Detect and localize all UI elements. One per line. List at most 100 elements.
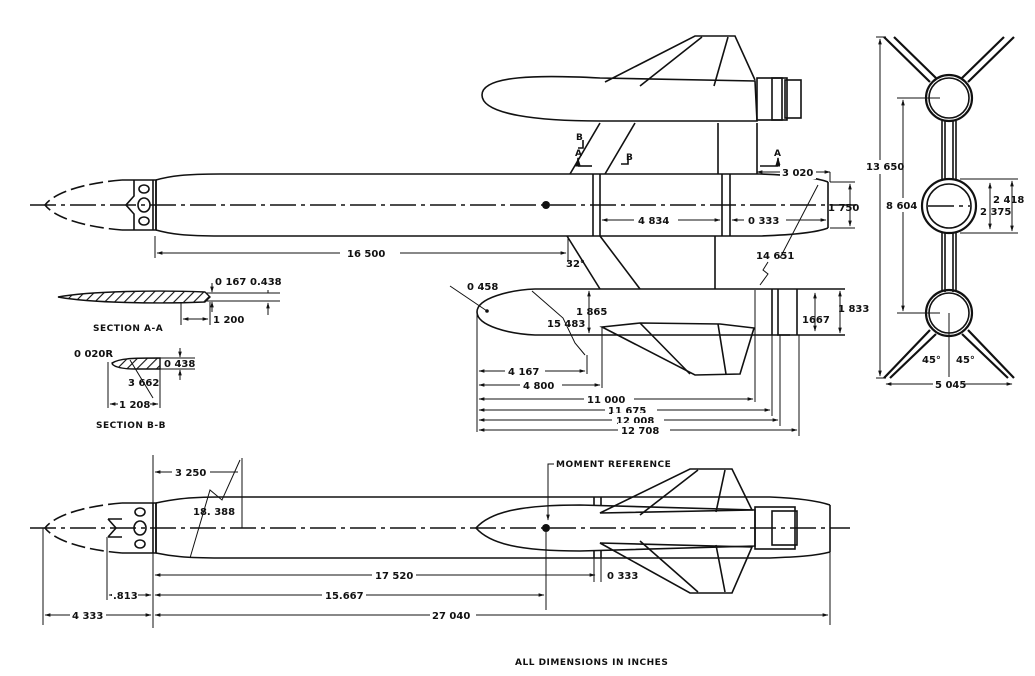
dim-b-0438: 0 438 [164, 359, 195, 370]
dim-1208: 1 208 [119, 400, 150, 411]
dim-17520: 17 520 [375, 571, 413, 582]
dim-4800-bg [520, 378, 562, 392]
dim-3250: 3 250 [175, 468, 206, 479]
section-b-mark-2 [621, 157, 629, 165]
lower-fin-inner [639, 322, 727, 375]
dim-3250-bg [172, 465, 210, 479]
upper-pod-view [481, 35, 802, 122]
dim-4333-bg [70, 608, 106, 622]
end-body-inner [926, 183, 972, 229]
bottom-moment-dot [542, 524, 550, 532]
dim-12708: 12 708 [621, 426, 659, 437]
moment-ref-leader [546, 463, 554, 521]
bottom-nose-dashed [43, 502, 123, 554]
section-b-b: 0 020R 0 438 3 662 1 208 SECTION B-B [74, 348, 195, 431]
dim-1750: 1 750 [828, 203, 859, 214]
section-a-title: SECTION A-A [93, 324, 163, 334]
dim-0813-bg [112, 588, 138, 602]
dim-1200: 1 200 [213, 315, 244, 326]
upper-pylon [569, 122, 636, 175]
nose-port-top [138, 184, 150, 194]
bottom-bands [593, 497, 602, 558]
end-strut-upper [941, 121, 957, 180]
dim-13650: 13 650 [866, 162, 904, 173]
dim-11000-bg [584, 392, 634, 406]
dim-4333: 4 333 [72, 611, 103, 622]
dim-13650-bg [865, 160, 895, 174]
dim-a-0438: 0.438 [250, 277, 282, 288]
top-body-upper-edge [155, 173, 829, 183]
dim-11000: 11 000 [587, 395, 625, 406]
bottom-nose-cone [107, 518, 122, 538]
end-body [920, 177, 978, 235]
dim-0333-bottom: 0 333 [607, 571, 638, 582]
lower-pylon [566, 235, 641, 290]
end-fin-top-left [883, 36, 937, 83]
dim-4834-bg [634, 213, 678, 227]
dim-0167: 0 167 [215, 277, 246, 288]
dim-3020: 3 020 [782, 168, 813, 179]
dim-3662: 3 662 [128, 378, 159, 389]
end-fin-bottom-left [883, 329, 937, 379]
section-a-label-right: A [774, 149, 781, 159]
end-fin-top-right [961, 36, 1015, 83]
top-view: A A B B 16 500 32° 4 834 0 333 3 020 1 7… [30, 122, 860, 290]
leader-15483 [531, 290, 586, 356]
leader-3662 [129, 359, 154, 399]
upper-pod-body [481, 75, 758, 122]
dim-8604-bg [884, 198, 916, 212]
dim-14651: 14 651 [756, 251, 794, 262]
lower-pod-lower-edge [476, 311, 790, 336]
dim-1667: 1667 [802, 315, 830, 326]
end-view: 13 650 8 604 2 418 2 375 45° 45° 5 045 [865, 36, 1024, 391]
break-14651 [759, 261, 769, 286]
upper-nozzle-3 [784, 79, 802, 119]
angle-32: 32° [566, 259, 585, 270]
bottom-fin-lower [599, 542, 754, 594]
dim-16500: 16 500 [347, 249, 385, 260]
bottom-nozzle-1 [754, 506, 796, 550]
footer-note: ALL DIMENSIONS IN INCHES [515, 658, 668, 668]
dim-4167-bg [505, 364, 545, 378]
dim-27040-bg [430, 608, 476, 622]
bottom-port-center [133, 520, 147, 536]
top-body-lower-edge [155, 227, 829, 237]
end-fin-bottom-right [961, 329, 1015, 379]
dim-0020r: 0 020R [74, 349, 113, 360]
dim-12008: 12 008 [616, 416, 654, 427]
section-b-airfoil [111, 357, 161, 370]
dim-2375: 2 375 [980, 207, 1011, 218]
bottom-body-upper [155, 496, 831, 506]
bottom-port-top [134, 507, 146, 517]
upper-fin-inner [639, 36, 729, 87]
dim-15667: 15.667 [325, 591, 364, 602]
dim-4800: 4 800 [523, 381, 554, 392]
bottom-fin-upper [599, 468, 754, 514]
bottom-fin-lower-inner [639, 540, 726, 593]
bottom-port-bottom [134, 539, 146, 549]
dim-18388: 18. 388 [193, 507, 235, 518]
section-a-a: 0 167 0.438 1 200 SECTION A-A [57, 277, 282, 334]
top-nose-dashed [43, 179, 123, 231]
bottom-body-lower [155, 551, 831, 559]
moment-reference-label: MOMENT REFERENCE [556, 460, 671, 470]
dim-0333-bg [744, 213, 786, 227]
dim-1865: 1 865 [576, 307, 607, 318]
angle-45-left: 45° [922, 355, 941, 366]
dim-8604: 8 604 [886, 201, 917, 212]
section-b-label-2: B [626, 153, 633, 163]
section-b-mark-1 [578, 140, 584, 149]
upper-nozzle-2 [771, 77, 783, 121]
upper-pylon-rear [717, 123, 758, 174]
leader-18388 [189, 459, 241, 559]
nose-cone-inner [124, 180, 135, 230]
dim-5045-bg [933, 377, 965, 391]
dim-5045: 5 045 [935, 380, 966, 391]
section-a-label-left: A [575, 149, 582, 159]
lower-fin-outline [599, 322, 756, 376]
dim-16500-bg [340, 246, 400, 260]
dim-15667-bg [322, 588, 366, 602]
moment-reference-dot [542, 201, 550, 209]
dim-3020-bg [780, 165, 816, 179]
